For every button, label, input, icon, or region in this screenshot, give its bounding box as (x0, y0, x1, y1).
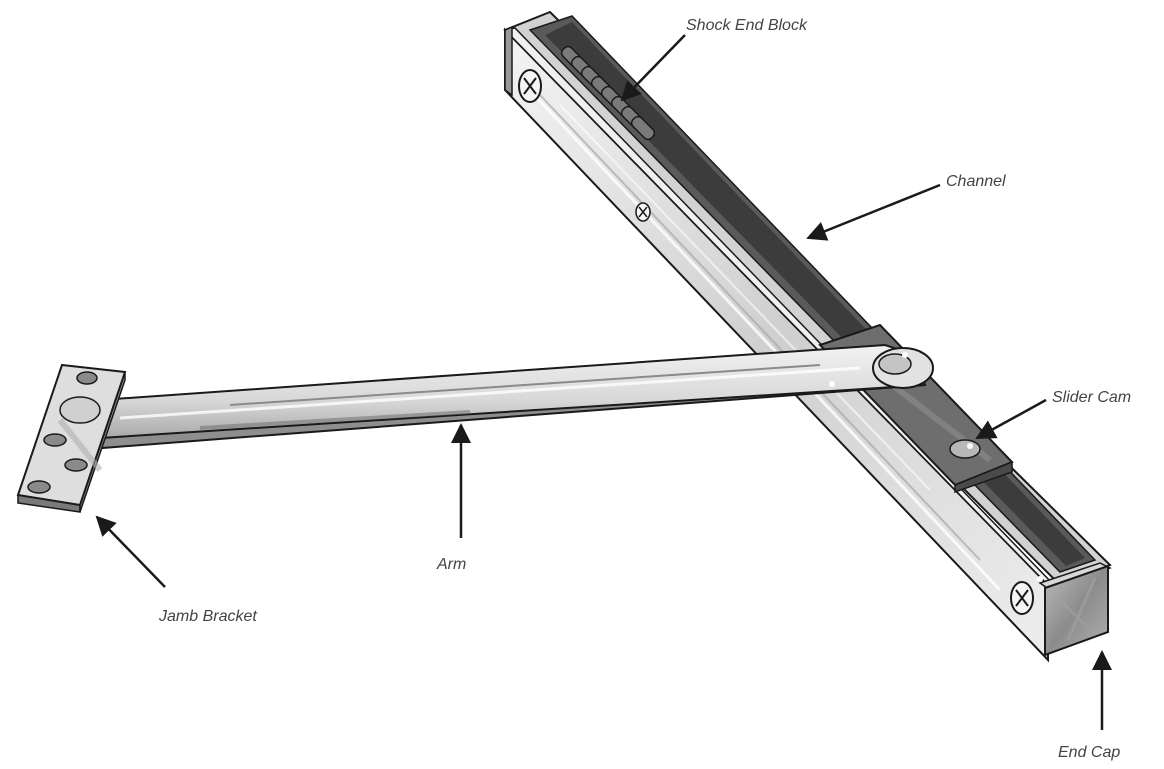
arm-label: Arm (436, 556, 466, 573)
jamb-bracket-arrow (95, 515, 166, 588)
channel (503, 10, 1112, 663)
shock-end-block-arrow (620, 34, 686, 102)
end-cap-label: End Cap (1058, 744, 1120, 761)
end-cap (1037, 562, 1112, 657)
slider-cam-arrow (975, 398, 1047, 440)
channel-bottom-screw (1010, 581, 1034, 615)
channel-top-screw (518, 69, 542, 103)
channel-middle-screw (635, 202, 651, 222)
jamb-bracket-label: Jamb Bracket (158, 608, 257, 625)
arm (98, 343, 934, 450)
jamb-bracket (16, 363, 127, 513)
slider-cam-label: Slider Cam (1052, 389, 1131, 406)
channel-label: Channel (946, 173, 1006, 190)
shock-end-block (560, 45, 656, 141)
shock-end-block-label: Shock End Block (686, 17, 808, 34)
channel-arrow (806, 183, 941, 241)
